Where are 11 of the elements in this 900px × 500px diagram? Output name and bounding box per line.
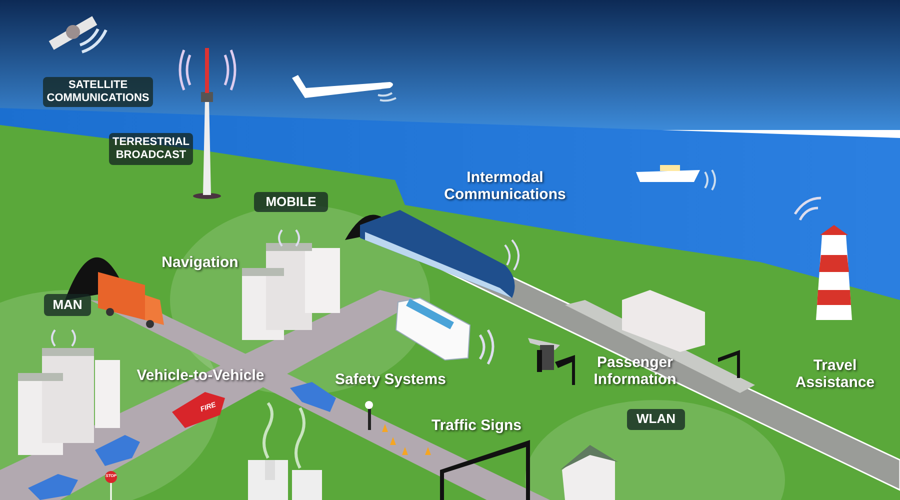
feature-label: Passenger Information [592,354,678,388]
feature-label: Intermodal Communications [443,169,567,204]
network-tag: TERRESTRIAL BROADCAST [109,133,193,165]
feature-label: Traffic Signs [430,417,523,434]
feature-label: Navigation [160,254,240,272]
feature-label: Safety Systems [334,371,447,388]
network-tag: MAN [44,294,91,316]
feature-label: Travel Assistance [794,357,876,392]
network-tag: WLAN [627,409,685,430]
network-tag: MOBILE [254,192,328,212]
network-tag: SATELLITE COMMUNICATIONS [43,77,153,107]
